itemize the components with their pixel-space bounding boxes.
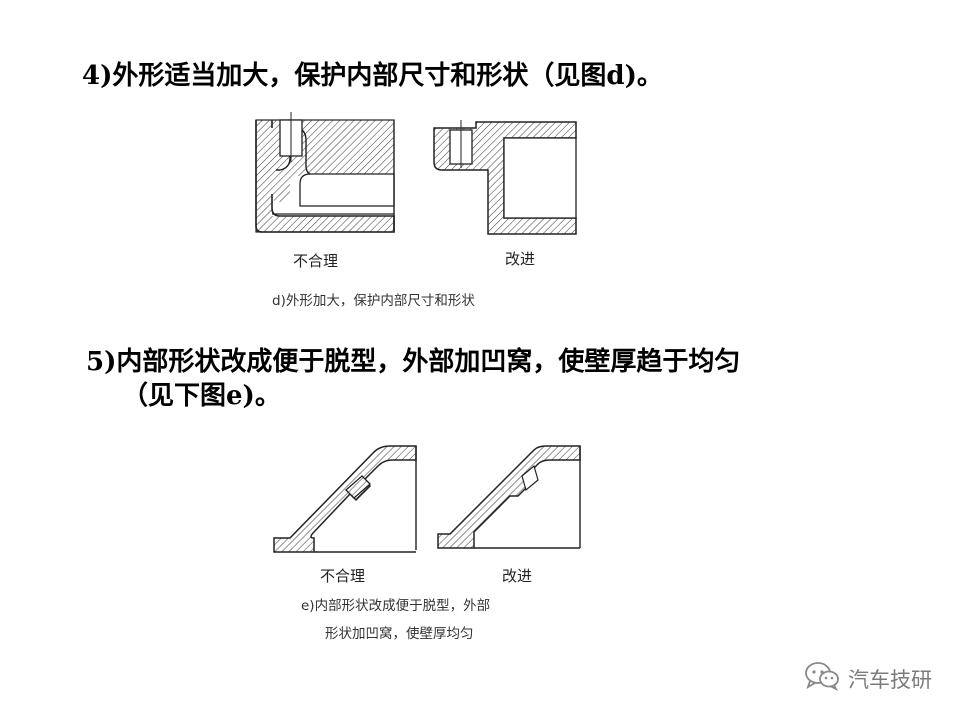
figure-e-caption-line1: e)内部形状改成便于脱型，外部 (301, 598, 491, 614)
figure-d-good (433, 120, 577, 235)
figure-e-bad-label: 不合理 (320, 567, 366, 585)
figure-d-bad (255, 112, 395, 233)
figure-e-good (437, 445, 581, 549)
watermark-text: 汽车技研 (848, 667, 932, 692)
wechat-icon (804, 661, 840, 696)
figure-d-caption: d)外形加大，保护内部尺寸和形状 (272, 293, 475, 309)
figure-d-good-label: 改进 (505, 250, 536, 268)
figure-e-caption-line2: 形状加凹窝，使壁厚均匀 (325, 626, 474, 642)
figure-e-bad (273, 445, 417, 553)
section-d-heading: 4)外形适当加大，保护内部尺寸和形状（见图d)。 (82, 61, 663, 91)
section-e-heading-line1: 5)内部形状改成便于脱型，外部加凹窝，使壁厚趋于均匀 (86, 347, 741, 377)
watermark: 汽车技研 (804, 661, 932, 696)
figure-d-bad-label: 不合理 (293, 252, 339, 270)
section-e-heading-line2: （见下图e)。 (122, 381, 281, 411)
figure-e-good-label: 改进 (502, 567, 533, 585)
